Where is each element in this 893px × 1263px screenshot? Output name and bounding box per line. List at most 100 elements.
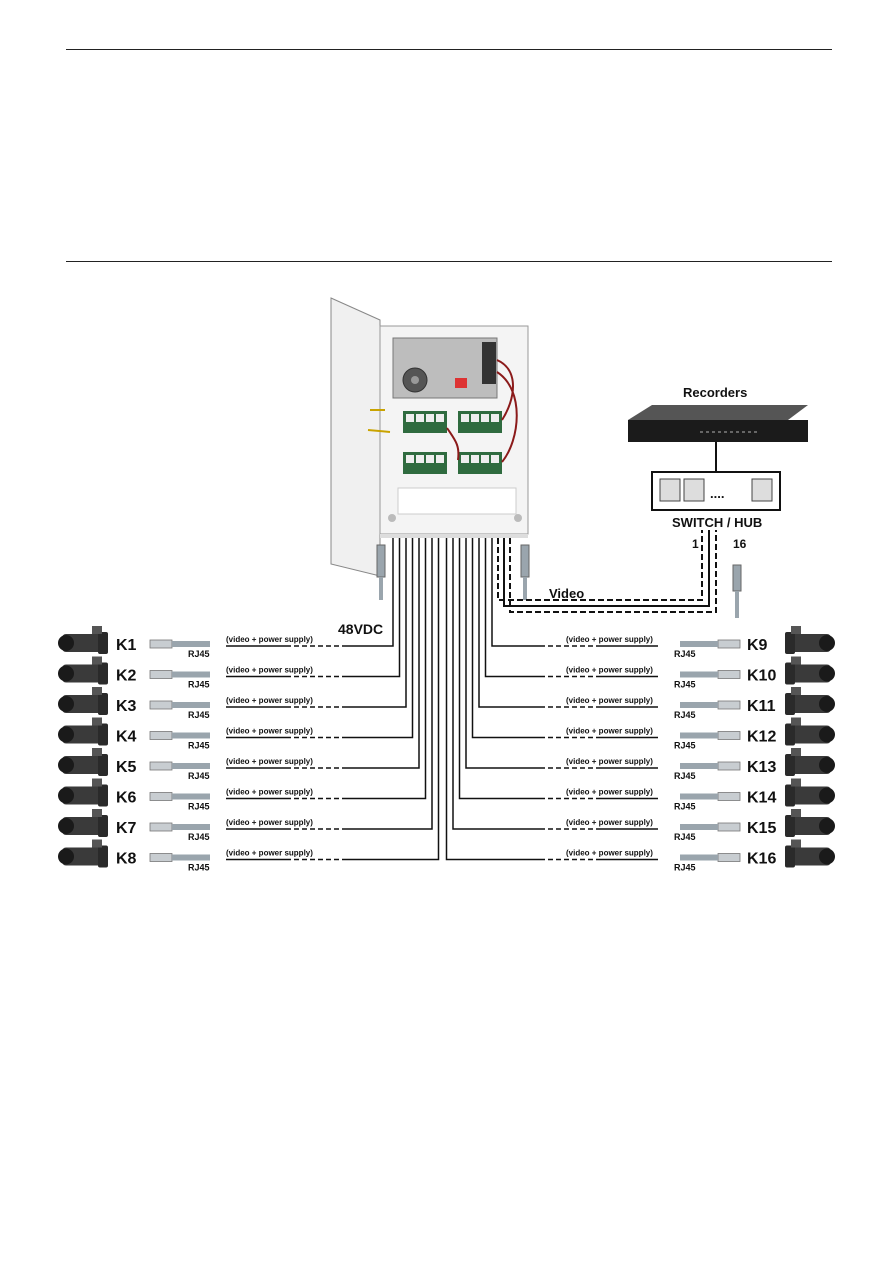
cable-caption: (video + power supply) (226, 788, 313, 797)
camera-label-k12: K12 (747, 729, 776, 746)
trunk-line-k6 (346, 538, 427, 800)
rj45-plug-k4-icon (149, 731, 210, 740)
recorders-label: Recorders (683, 385, 747, 400)
rj45-plug-k6-icon (149, 792, 210, 801)
trunk-line-k8 (346, 538, 440, 861)
rj45-plug-k11-icon (680, 700, 741, 710)
poe-board-4 (458, 452, 502, 474)
trunk-line-k15 (452, 538, 540, 830)
trunk-line-k7 (346, 538, 433, 830)
psu-enclosure (330, 297, 529, 577)
cable-caption: (video + power supply) (566, 696, 653, 705)
cable-caption: (video + power supply) (226, 849, 313, 858)
camera-label-k4: K4 (116, 729, 137, 746)
camera-label-k2: K2 (116, 668, 137, 685)
section-rule (66, 261, 832, 262)
rj45-plug-k14-icon (680, 792, 741, 801)
rj45-plug-k10-icon (680, 670, 741, 679)
rj45-label: RJ45 (674, 863, 696, 873)
camera-k10-icon (785, 656, 835, 685)
rj45-plug-k8-icon (149, 853, 210, 862)
switch-uplink-plug (732, 564, 742, 618)
camera-k14-icon (785, 778, 835, 807)
top-rule (66, 49, 832, 50)
camera-cables (346, 538, 540, 861)
power-inlet-plug (376, 544, 386, 600)
camera-k6-icon (58, 778, 108, 807)
camera-label-k15: K15 (747, 820, 776, 837)
uplink-plug (520, 544, 530, 600)
camera-label-k1: K1 (116, 637, 137, 654)
rj45-plug-k13-icon (680, 761, 741, 771)
rj45-label: RJ45 (674, 771, 696, 781)
trunk-line-k1 (346, 538, 394, 647)
rj45-plug-k9-icon (680, 639, 741, 649)
cable-caption: (video + power supply) (566, 635, 653, 644)
trunk-line-k10 (484, 538, 540, 678)
cable-caption: (video + power supply) (566, 757, 653, 766)
switch-port-first-label: 1 (692, 537, 699, 551)
rj45-label: RJ45 (188, 680, 210, 690)
rj45-label: RJ45 (674, 680, 696, 690)
camera-label-k6: K6 (116, 790, 137, 807)
enclosure-bottom (380, 534, 528, 538)
video-label: Video (549, 586, 584, 601)
camera-k2-icon (58, 656, 108, 685)
camera-label-k16: K16 (747, 851, 776, 868)
video-line-3 (497, 530, 703, 601)
trunk-line-k3 (346, 538, 407, 708)
camera-label-k13: K13 (747, 759, 776, 776)
rj45-label: RJ45 (674, 649, 696, 659)
trunk-line-k16 (445, 538, 540, 861)
switch-port-1 (659, 478, 681, 502)
cable-caption: (video + power supply) (566, 788, 653, 797)
cable-caption: (video + power supply) (226, 635, 313, 644)
trunk-line-k9 (491, 538, 540, 647)
video-line-2 (503, 530, 710, 607)
cable-caption: (video + power supply) (226, 818, 313, 827)
rj45-label: RJ45 (188, 802, 210, 812)
label-area (397, 487, 517, 515)
poe-board-2 (458, 411, 502, 433)
rj45-plug-k16-icon (680, 853, 741, 862)
trunk-line-k2 (346, 538, 401, 678)
camera-label-k9: K9 (747, 637, 768, 654)
poe-board-1 (403, 411, 447, 433)
rj45-plug-k5-icon (149, 761, 210, 771)
cable-caption: (video + power supply) (566, 818, 653, 827)
camera-k4-icon (58, 717, 108, 746)
switch-port-16 (751, 478, 773, 502)
rj45-label: RJ45 (188, 771, 210, 781)
camera-k13-icon (785, 748, 835, 776)
rj45-label: RJ45 (674, 802, 696, 812)
camera-k15-icon (785, 809, 835, 837)
enclosure-door (330, 297, 381, 577)
rj45-label: RJ45 (188, 649, 210, 659)
switch-dots: .... (710, 486, 724, 501)
poe-board-3 (403, 452, 447, 474)
rj45-label: RJ45 (674, 741, 696, 751)
camera-label-k11: K11 (747, 698, 776, 715)
recorder-device (628, 405, 808, 442)
cable-caption: (video + power supply) (566, 849, 653, 858)
rj45-plug-k7-icon (149, 822, 210, 832)
cable-caption: (video + power supply) (566, 666, 653, 675)
power-voltage-label: 48VDC (338, 621, 383, 637)
trunk-line-k4 (346, 538, 414, 739)
rj45-plug-k1-icon (149, 639, 210, 649)
switch-port-last-label: 16 (733, 537, 747, 551)
rj45-label: RJ45 (188, 863, 210, 873)
trunk-line-k5 (346, 538, 420, 769)
rj45-label: RJ45 (188, 832, 210, 842)
camera-k9-icon (785, 626, 835, 654)
video-line-1 (509, 530, 717, 613)
trunk-line-k14 (458, 538, 540, 800)
camera-label-k3: K3 (116, 698, 137, 715)
switch-port-2 (683, 478, 705, 502)
cable-caption: (video + power supply) (226, 757, 313, 766)
switch-label: SWITCH / HUB (672, 515, 762, 530)
cable-caption: (video + power supply) (566, 727, 653, 736)
